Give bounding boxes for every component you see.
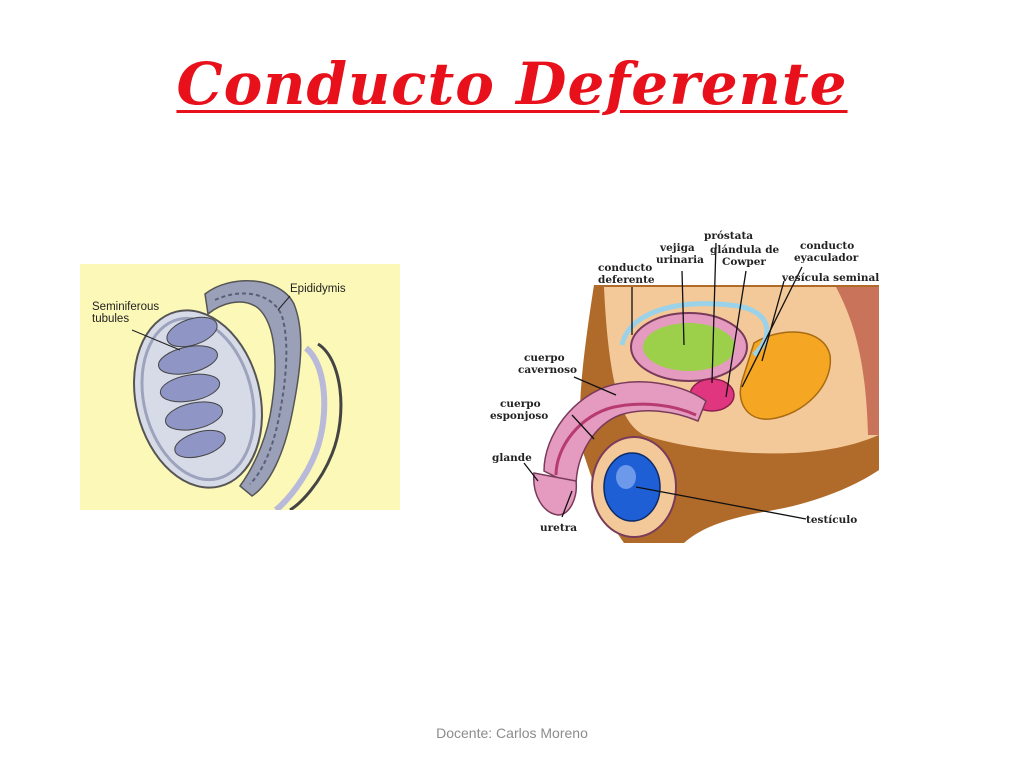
- testicle-shape: [603, 452, 661, 522]
- glans-shape: [533, 472, 578, 516]
- seminiferous-leader-line: [131, 329, 181, 351]
- seminiferous-tubules-group: [158, 316, 226, 459]
- epididymis-coils: [214, 292, 288, 485]
- label-epididymis: Epididymis: [290, 283, 346, 295]
- vas-deferens-sheath: [274, 345, 328, 510]
- bladder-interior: [643, 323, 735, 371]
- leader-vejiga: [681, 270, 685, 346]
- label-cuerpo-esponjoso-line2: esponjoso: [490, 410, 548, 422]
- vas-deferens-shape: [289, 342, 343, 510]
- label-cuerpo-cavernoso-line2: cavernoso: [518, 364, 577, 376]
- epididymis-shape: [204, 279, 302, 497]
- label-conducto-eyaculador-line1: conducto: [800, 240, 854, 252]
- label-glandula-line1: glándula de: [710, 244, 780, 256]
- label-seminiferous-line1: Seminiferous: [92, 301, 159, 313]
- penis-shaft: [543, 381, 707, 489]
- testis-capsule: [140, 316, 256, 482]
- label-glande: glande: [492, 452, 532, 464]
- label-conducto-deferente-line1: conducto: [598, 262, 652, 274]
- slide-title: Conducto Deferente: [176, 50, 848, 118]
- slide-footer: Docente: Carlos Moreno: [436, 725, 588, 741]
- label-cuerpo-cavernoso-line1: cuerpo: [524, 352, 565, 364]
- leader-prostata: [711, 242, 717, 384]
- epididymis-leader-line: [277, 295, 291, 311]
- spine-region: [836, 287, 879, 435]
- leader-testiculo: [635, 486, 807, 520]
- leader-cuerpo-esponjoso: [571, 414, 595, 440]
- leader-vesicula: [761, 280, 785, 362]
- label-conducto-eyaculador-line2: eyaculador: [794, 252, 859, 264]
- leader-glande: [523, 462, 539, 482]
- label-prostata: próstata: [704, 230, 753, 242]
- urethra-path: [554, 402, 697, 476]
- anatomy-leader-lines: [523, 242, 807, 520]
- label-testiculo: testículo: [806, 514, 857, 526]
- leader-glandula: [725, 270, 747, 398]
- tubule-lobule: [165, 401, 223, 431]
- label-vejiga-line1: vejiga: [659, 242, 695, 254]
- label-seminiferous-line2: tubules: [92, 313, 129, 325]
- vas-deferens-loop: [619, 301, 770, 357]
- label-glandula-line2: Cowper: [722, 256, 766, 268]
- label-cuerpo-esponjoso-line1: cuerpo: [500, 398, 541, 410]
- label-vejiga-line2: urinaria: [656, 254, 704, 266]
- leader-cuerpo-cavernoso: [573, 376, 617, 396]
- tubule-lobule: [166, 316, 218, 348]
- testis-diagram: Epididymis Seminiferous tubules: [80, 264, 400, 510]
- label-conducto-deferente-line2: deferente: [598, 274, 655, 286]
- leader-uretra: [561, 490, 573, 518]
- tubule-lobule: [174, 429, 226, 459]
- seminal-vesicle-shape: [739, 331, 832, 420]
- label-vesicula-seminal: vesícula seminal: [781, 272, 879, 284]
- tubule-lobule: [159, 373, 221, 403]
- male-anatomy-diagram: próstata vejiga urinaria glándula de Cow…: [490, 230, 879, 543]
- tubule-lobule: [158, 345, 218, 375]
- testicle-highlight: [616, 465, 636, 489]
- label-uretra: uretra: [540, 522, 577, 534]
